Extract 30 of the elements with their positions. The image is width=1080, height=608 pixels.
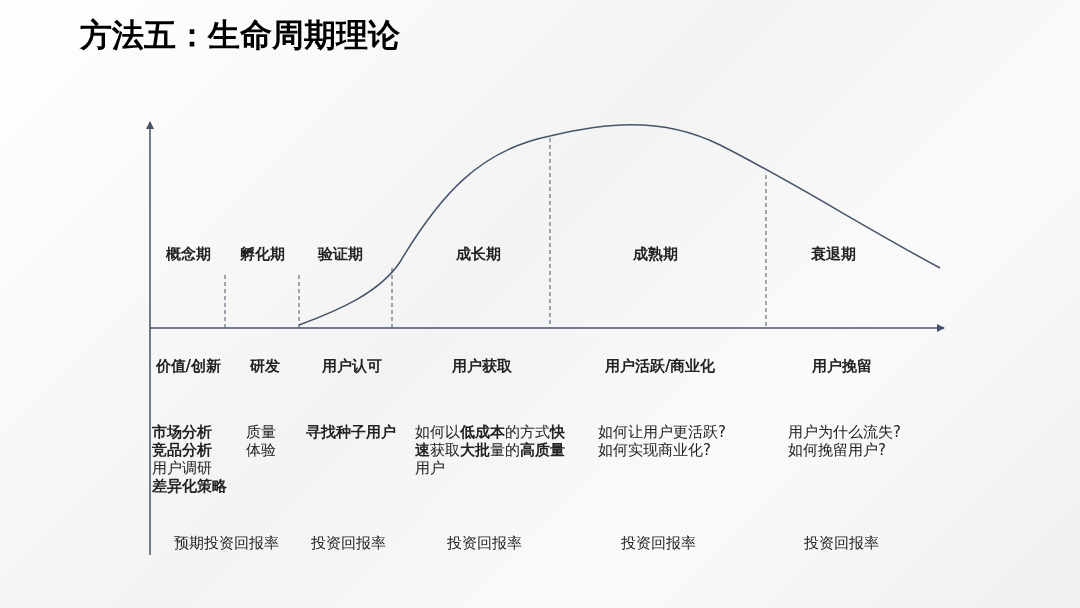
note-text: 如何挽留用户?	[788, 441, 886, 459]
phase-goal: 研发	[250, 357, 280, 375]
metric-label: 投资回报率	[620, 534, 696, 552]
phase-goal: 价值/创新	[155, 357, 221, 375]
stage-label: 衰退期	[810, 245, 856, 263]
stage-label: 验证期	[317, 245, 363, 263]
note-text: 如何实现商业化?	[598, 441, 711, 459]
metric-label: 投资回报率	[803, 534, 879, 552]
note-text: 市场分析	[152, 423, 212, 441]
note-text: 质量	[246, 423, 276, 441]
phase-goal: 用户活跃/商业化	[605, 357, 716, 375]
note-text: 差异化策略	[152, 477, 227, 495]
phase-goal: 用户获取	[452, 357, 512, 375]
metric-label: 投资回报率	[310, 534, 386, 552]
stage-label: 概念期	[165, 245, 211, 263]
metric-label: 投资回报率	[446, 534, 522, 552]
note-text: 寻找种子用户	[306, 423, 396, 441]
phase-goal: 用户挽留	[812, 357, 872, 375]
phase-goal: 用户认可	[322, 357, 382, 375]
note-text: 用户调研	[152, 459, 212, 477]
stage-label: 孵化期	[239, 245, 285, 263]
note-text: 如何以低成本的方式快速获取大批量的高质量用户	[415, 423, 565, 477]
note-text: 用户为什么流失?	[788, 423, 901, 441]
stage-label: 成熟期	[632, 245, 678, 263]
page-title: 方法五：生命周期理论	[80, 15, 400, 56]
note-text: 竞品分析	[152, 441, 212, 459]
note-text: 体验	[246, 441, 276, 459]
stage-label: 成长期	[455, 245, 501, 263]
note-text: 如何让用户更活跃?	[598, 423, 726, 441]
metric-label: 预期投资回报率	[173, 534, 279, 552]
